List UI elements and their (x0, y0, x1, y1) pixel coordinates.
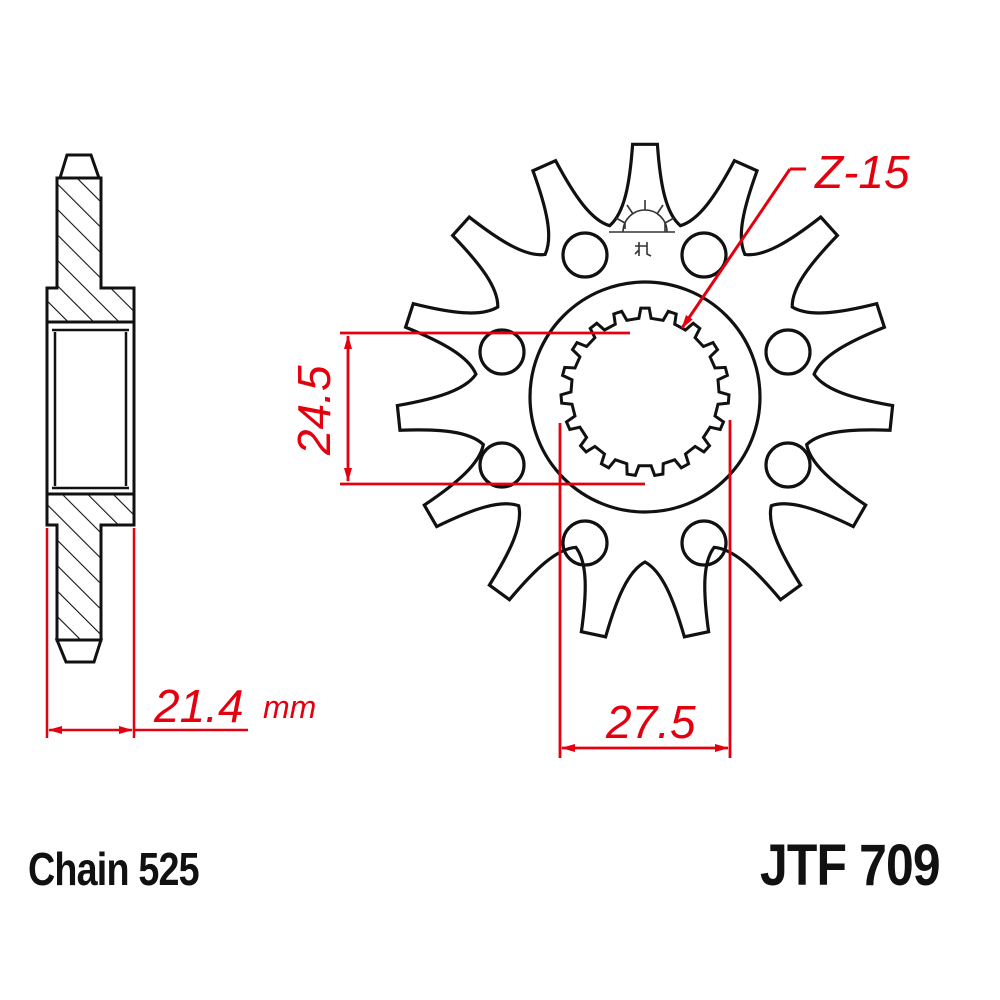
bolt-hole (478, 441, 526, 489)
part-number-label: JTF 709 (760, 833, 941, 898)
top-tooth-tip (57, 153, 102, 180)
spline-bore (559, 306, 731, 478)
chain-size-label: Chain 525 (28, 843, 200, 895)
width-dimension (45, 528, 248, 738)
side-section-view (45, 153, 136, 664)
jt-sun-logo (609, 200, 675, 257)
sprocket-outline (395, 142, 895, 639)
bore-outer (45, 320, 136, 496)
bolt-hole (561, 519, 609, 567)
vertical-dimension (340, 331, 645, 486)
vertical-dimension-value: 24.5 (288, 365, 340, 456)
lower-hatched-section (45, 492, 136, 642)
hub-circle (528, 280, 762, 514)
bolt-hole (680, 519, 728, 567)
horizontal-dimension (558, 420, 732, 758)
width-dimension-value: 21.4 (153, 680, 244, 732)
width-dimension-unit: mm (263, 689, 316, 725)
bottom-tooth-tip (54, 638, 104, 664)
teeth-count-label: Z-15 (814, 146, 910, 198)
bolt-hole (561, 231, 609, 279)
bolt-hole (764, 328, 812, 376)
bolt-hole (680, 231, 728, 279)
sprocket-front (395, 142, 895, 639)
bolt-hole (764, 441, 812, 489)
bolt-hole (478, 328, 526, 376)
teeth-count-leader (680, 167, 806, 329)
upper-hatched-section (45, 176, 136, 324)
horizontal-dimension-value: 27.5 (605, 696, 696, 748)
